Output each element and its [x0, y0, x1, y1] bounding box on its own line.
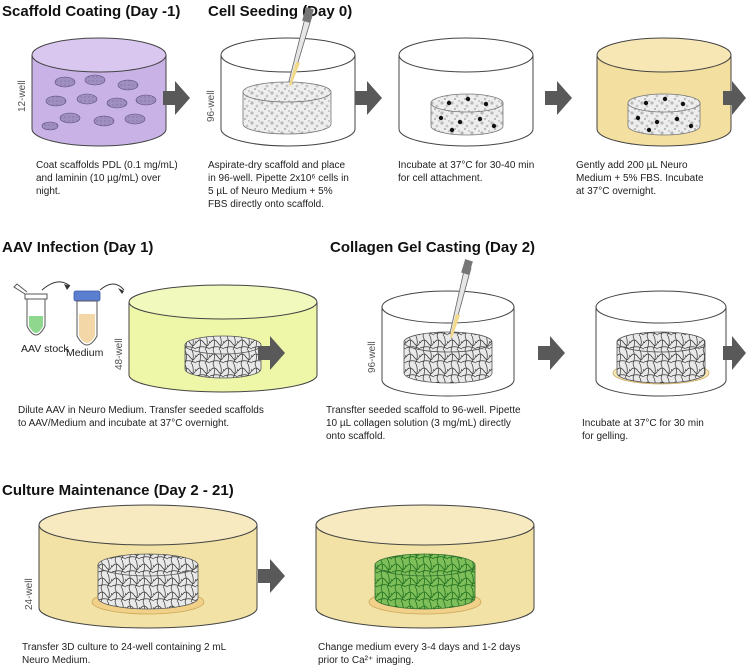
arrow-icon: [258, 559, 285, 593]
svg-text:Incubate at 37°C for 30-40 min: Incubate at 37°C for 30-40 min: [398, 160, 534, 171]
beaker-neuro-medium: [596, 37, 732, 147]
arrow-icon: [258, 336, 285, 370]
caption-seeding: Aspirate-dry scaffold and place in 96-we…: [208, 160, 349, 210]
svg-text:for gelling.: for gelling.: [582, 431, 628, 442]
beaker-96-well-seeding: 96-well: [206, 7, 356, 147]
svg-text:Dilute AAV in Neuro Medium. Tr: Dilute AAV in Neuro Medium. Transfer see…: [18, 405, 264, 416]
svg-text:to AAV/Medium and incubate at: to AAV/Medium and incubate at 37°C overn…: [18, 418, 229, 429]
arrow-icon: [545, 81, 572, 115]
aav-tube-icon: [13, 283, 48, 336]
well-label-12: 12-well: [17, 80, 28, 112]
arrowhead-icon: [64, 284, 70, 290]
arrow-icon: [723, 336, 746, 370]
caption-casting: Transfter seeded scaffold to 96-well. Pi…: [326, 405, 521, 442]
svg-text:10 µL collagen solution (3 mg/: 10 µL collagen solution (3 mg/mL) direct…: [326, 418, 511, 429]
svg-text:Transfter seeded scaffold to 9: Transfter seeded scaffold to 96-well. Pi…: [326, 405, 521, 416]
arrow-icon: [355, 81, 382, 115]
label-medium: Medium: [66, 347, 104, 359]
arrow-icon: [723, 81, 746, 115]
beaker-cell-attachment: [398, 37, 534, 147]
arrowhead-icon: [118, 288, 124, 294]
title-culture-maintenance: Culture Maintenance (Day 2 - 21): [2, 482, 234, 499]
svg-text:5 µL of Neuro Medium + 5%: 5 µL of Neuro Medium + 5%: [208, 186, 333, 197]
svg-text:and laminin (10 µg/mL) over: and laminin (10 µg/mL) over: [36, 173, 161, 184]
well-label-48: 48-well: [114, 338, 125, 370]
svg-text:Incubate at 37°C for 30 min: Incubate at 37°C for 30 min: [582, 418, 704, 429]
svg-text:Neuro Medium.: Neuro Medium.: [22, 655, 90, 666]
svg-text:Medium + 5% FBS. Incubate: Medium + 5% FBS. Incubate: [576, 173, 704, 184]
caption-incubate-attachment: Incubate at 37°C for 30-40 min for cell …: [398, 160, 534, 184]
title-cell-seeding: Cell Seeding (Day 0): [208, 3, 352, 20]
caption-coating: Coat scaffolds PDL (0.1 mg/mL) and lamin…: [36, 160, 178, 197]
svg-text:night.: night.: [36, 186, 60, 197]
title-collagen-gel-casting: Collagen Gel Casting (Day 2): [330, 239, 535, 256]
svg-text:at 37°C overnight.: at 37°C overnight.: [576, 186, 656, 197]
arrow-icon: [538, 336, 565, 370]
caption-gelling: Incubate at 37°C for 30 min for gelling.: [582, 418, 704, 442]
svg-text:prior to Ca²⁺ imaging.: prior to Ca²⁺ imaging.: [318, 655, 414, 666]
medium-tube-icon: [73, 290, 101, 346]
well-label-96b: 96-well: [367, 341, 378, 373]
svg-text:onto scaffold.: onto scaffold.: [326, 431, 385, 442]
svg-text:FBS directly onto scaffold.: FBS directly onto scaffold.: [208, 199, 324, 210]
svg-text:for cell attachment.: for cell attachment.: [398, 173, 482, 184]
pipette-icon: [449, 259, 473, 338]
pipette-icon: [288, 7, 314, 86]
beaker-12-well: 12-well: [17, 37, 167, 147]
svg-text:Coat scaffolds PDL (0.1 mg/mL): Coat scaffolds PDL (0.1 mg/mL): [36, 160, 178, 171]
beaker-96-well-casting: 96-well: [367, 259, 515, 397]
curved-arrow-icon: [41, 281, 71, 291]
title-scaffold-coating: Scaffold Coating (Day -1): [2, 3, 180, 20]
curved-arrow-icon: [99, 283, 125, 291]
well-label-24: 24-well: [24, 578, 35, 610]
svg-text:Aspirate-dry scaffold and plac: Aspirate-dry scaffold and place: [208, 160, 346, 171]
caption-add-medium: Gently add 200 µL Neuro Medium + 5% FBS.…: [576, 160, 704, 197]
arrow-icon: [163, 81, 190, 115]
beaker-gelling: [595, 290, 727, 397]
caption-transfer: Transfer 3D culture to 24-well containin…: [22, 642, 227, 666]
svg-text:Change medium every 3-4 days a: Change medium every 3-4 days and 1-2 day…: [318, 642, 520, 653]
beaker-24-well: 24-well: [24, 504, 258, 629]
label-aav-stock: AAV stock: [21, 343, 69, 355]
caption-infection: Dilute AAV in Neuro Medium. Transfer see…: [18, 405, 264, 429]
well-label-96a: 96-well: [206, 90, 217, 122]
beaker-48-well: 48-well: [114, 284, 318, 393]
svg-text:Gently add 200 µL Neuro: Gently add 200 µL Neuro: [576, 160, 688, 171]
svg-text:Transfer 3D culture to 24-well: Transfer 3D culture to 24-well containin…: [22, 642, 227, 653]
title-aav-infection: AAV Infection (Day 1): [2, 239, 153, 256]
svg-text:in 96-well. Pipette 2x10⁶ cell: in 96-well. Pipette 2x10⁶ cells in: [208, 173, 349, 184]
caption-change-medium: Change medium every 3-4 days and 1-2 day…: [318, 642, 520, 666]
beaker-green-culture: [315, 504, 535, 629]
